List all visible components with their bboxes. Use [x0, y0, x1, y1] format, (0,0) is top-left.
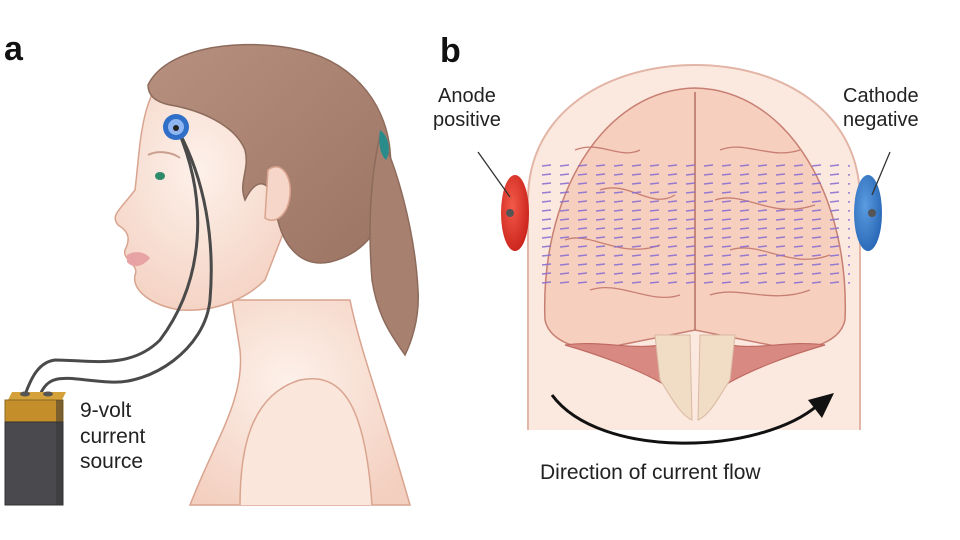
battery-icon: [4, 391, 66, 506]
electrode-wires: [23, 129, 213, 396]
scalp-electrode: [163, 114, 189, 140]
cathode-electrode: [854, 175, 882, 251]
panel-label-b: b: [440, 32, 461, 70]
cathode-leader-line: [871, 151, 891, 196]
battery-label: 9-volt current source: [80, 399, 146, 474]
brain-front-illustration: [527, 63, 861, 430]
anode-leader-line: [477, 151, 511, 198]
head-profile-illustration: [114, 43, 419, 506]
panel-label-a: a: [4, 30, 23, 68]
current-flow-caption: Direction of current flow: [540, 461, 761, 484]
anode-label: Anode positive: [433, 85, 501, 132]
cathode-label: Cathode negative: [843, 85, 919, 132]
anode-electrode: [501, 175, 529, 251]
current-direction-arrow-icon: [550, 393, 834, 445]
